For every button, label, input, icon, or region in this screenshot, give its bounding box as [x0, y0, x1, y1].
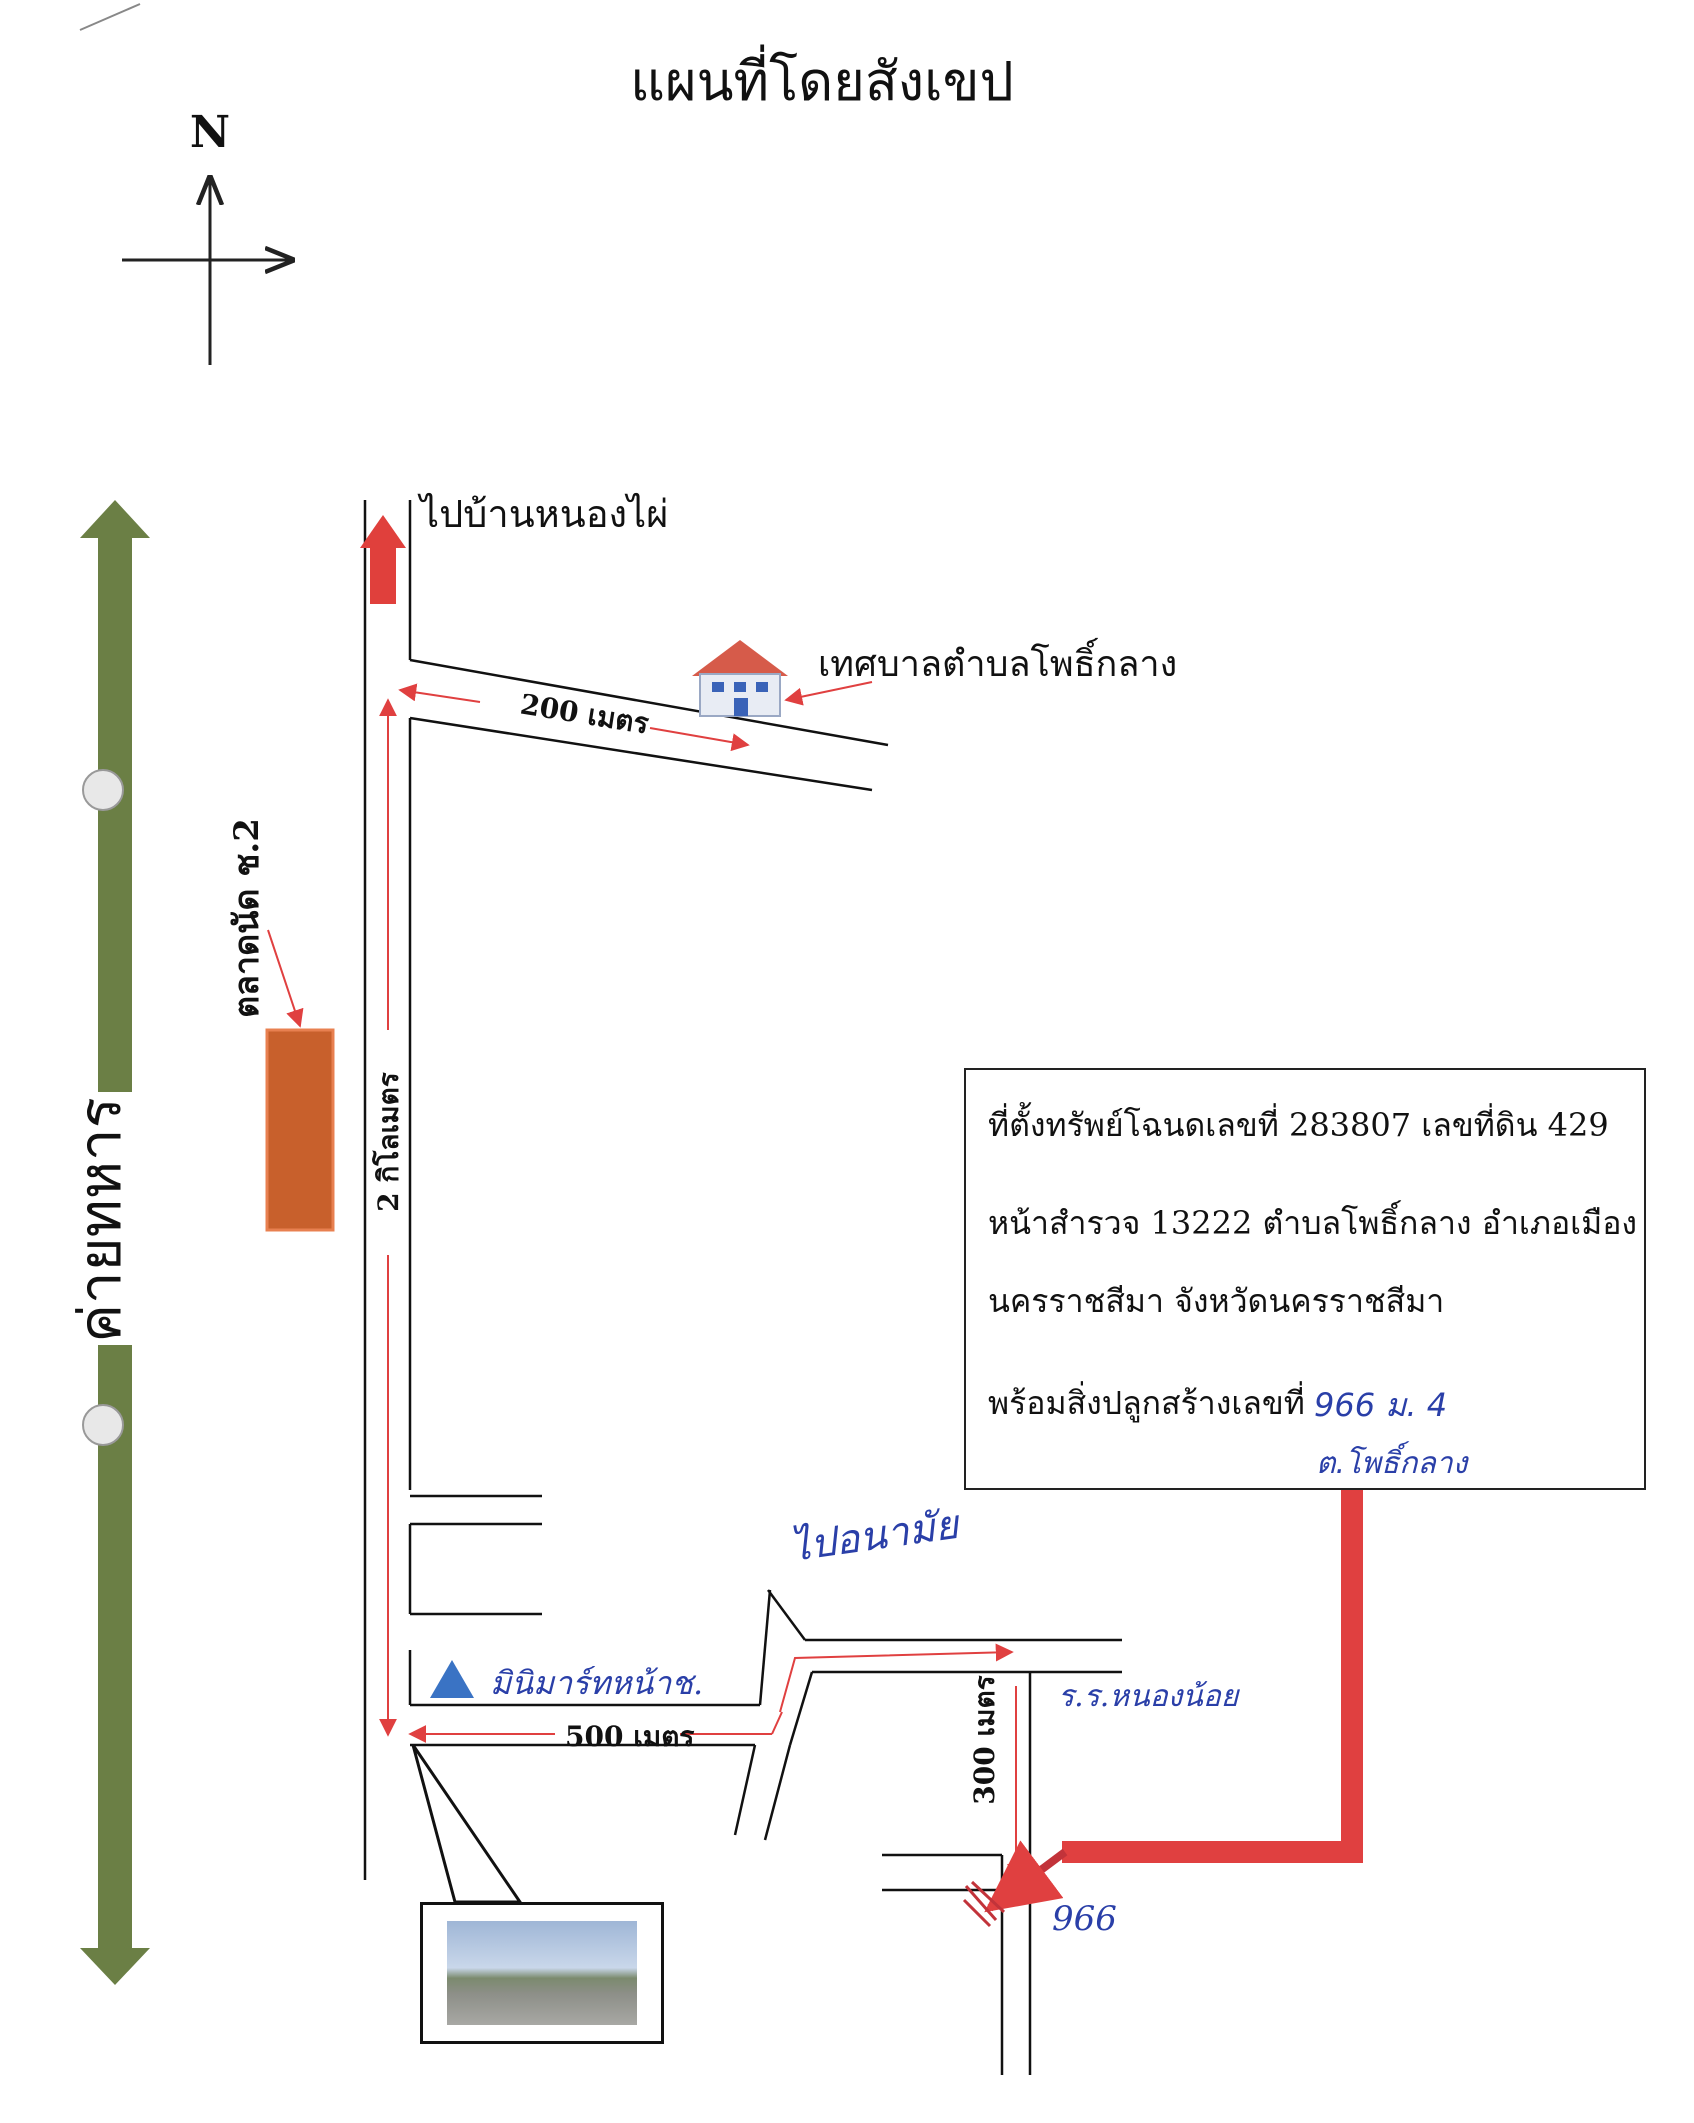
scan-mark	[79, 3, 141, 31]
camp-bar	[80, 500, 150, 1985]
info-line-deed: ที่ตั้งทรัพย์โฉนดเลขที่ 283807 เลขที่ดิน…	[988, 1106, 1609, 1144]
camp-label: ค่ายทหาร	[66, 1097, 134, 1343]
photo-pointer	[411, 1744, 523, 1904]
school-label: ร.ร.หนองน้อย	[1058, 1679, 1241, 1714]
triangle-icon	[430, 1660, 474, 1698]
municipality-pointer	[784, 681, 873, 706]
info-line-building: พร้อมสิ่งปลูกสร้างเลขที่	[988, 1384, 1305, 1422]
market-block	[265, 1028, 335, 1232]
route-500	[779, 1643, 1014, 1713]
dist-500-label: 500 เมตร	[565, 1720, 694, 1753]
to-village-label: ไปบ้านหนองไผ่	[417, 492, 668, 536]
dist-200-label: 200 เมตร	[518, 688, 651, 741]
house-number-label: 966	[1052, 1899, 1117, 1939]
info-line-province: นครราชสีมา จังหวัดนครราชสีมา	[988, 1282, 1445, 1320]
market-pointer	[267, 929, 304, 1028]
north-direction-arrow	[360, 515, 406, 604]
map-title: แผนที่โดยสังเขป	[630, 44, 1014, 113]
house-icon	[692, 640, 788, 717]
info-building-number: 966 ม. 4	[1314, 1386, 1448, 1424]
dist-200-arrow-left	[398, 683, 481, 703]
dist-200-arrow-right	[649, 727, 750, 752]
dist-2km-label: 2 กิโลเมตร	[371, 1072, 405, 1212]
info-subdistrict-hand: ต.โพธิ์กลาง	[1316, 1446, 1468, 1481]
to-clinic-label: ไปอนามัย	[787, 1501, 963, 1570]
info-line-survey: หน้าสำรวจ 13222 ตำบลโพธิ์กลาง อำเภอเมือง	[988, 1204, 1638, 1242]
municipality-label: เทศบาลตำบลโพธิ์กลาง	[818, 637, 1177, 685]
landmark-left-label: มินิมาร์ทหน้าช.	[490, 1664, 703, 1702]
property-info-box: ที่ตั้งทรัพย์โฉนดเลขที่ 283807 เลขที่ดิน…	[964, 1068, 1646, 1490]
photo-thumbnail	[420, 1902, 664, 2044]
compass-north-label: N	[190, 107, 230, 158]
location-arrow	[984, 1840, 1068, 1913]
dist-300-label: 300 เมตร	[968, 1675, 1001, 1804]
market-label: ตลาดนัด ช.2	[227, 818, 267, 1018]
location-scribble	[962, 1880, 1006, 1928]
location-route	[1062, 1490, 1363, 1863]
compass-icon: N	[122, 107, 292, 365]
